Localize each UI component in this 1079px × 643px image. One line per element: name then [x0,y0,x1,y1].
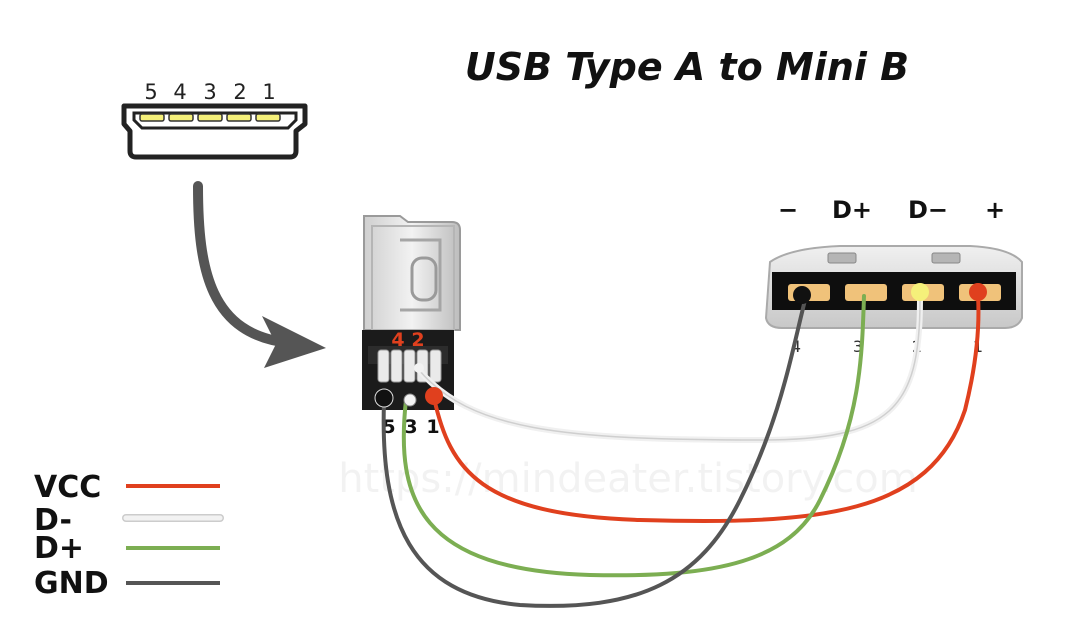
pin-number-label: 4 [173,80,186,104]
dot-gnd [374,388,394,408]
wire-dplus [401,294,866,578]
wire-vcc [432,294,981,523]
socket-top-label: + [985,196,1005,224]
socket-pin-number: 3 [853,337,863,356]
legend-item: GND [34,566,220,601]
legend-item: D+ [34,531,220,566]
legend-label: D+ [34,531,84,566]
pin-number-label: 2 [233,80,246,104]
dot-socket-gnd [793,286,811,304]
socket-top-label: D+ [832,196,872,224]
plug-front-pin-label: 1 [426,416,439,438]
dot-dplus [403,393,417,407]
pin-number-label: 1 [262,80,275,104]
pin-contact [197,113,223,122]
plug-back-pin-label: 4 [391,329,404,351]
pin-contact [139,113,165,122]
mini-b-pin-numbers: 5 4 3 2 1 [144,80,275,104]
wire-legend: VCC D- D+ GND [34,470,224,601]
dot-socket-dminus [911,283,929,301]
legend-item: VCC [34,470,220,505]
socket-top-label: D− [908,196,948,224]
plug-front-pin-label: 3 [404,416,417,438]
mini-b-pinout-icon: 5 4 3 2 1 [121,80,308,160]
diagram-title: USB Type A to Mini B [465,45,909,89]
dot-vcc [425,387,443,405]
pin-contact [168,113,194,122]
dot-dminus [414,363,424,373]
pin-contact [255,113,281,122]
dot-socket-vcc [969,283,987,301]
pin-contact [226,113,252,122]
socket-pin-number: 4 [791,337,801,356]
curved-arrow-icon [193,181,326,368]
pin-number-label: 3 [203,80,216,104]
legend-label: VCC [34,470,101,505]
pin-number-label: 5 [144,80,157,104]
wire-gnd [381,294,808,608]
legend-item: D- [34,503,224,538]
legend-label: GND [34,566,109,601]
wires [381,294,981,608]
socket-top-label: − [778,196,798,224]
plug-back-pin-label: 2 [411,329,424,351]
legend-label: D- [34,503,72,538]
contact-dots [374,283,987,408]
usb-a-socket-icon: − D+ D− + 4 3 2 1 [764,196,1023,356]
